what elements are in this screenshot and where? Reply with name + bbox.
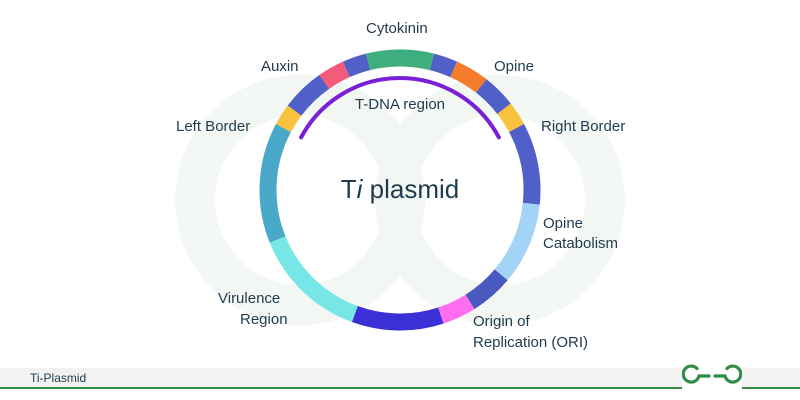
label-ori-line1: Origin of bbox=[473, 313, 530, 330]
ring-segment-spacer-b bbox=[475, 79, 511, 115]
label-right-border: Right Border bbox=[541, 118, 626, 135]
ring-segment-spacer-c bbox=[508, 124, 541, 205]
geeksforgeeks-logo-icon bbox=[681, 361, 743, 391]
footer-divider bbox=[0, 387, 800, 389]
footer-caption: Ti-Plasmid bbox=[30, 371, 87, 385]
ring-segment-left-border bbox=[275, 105, 302, 133]
ring-segment-gap-segment bbox=[351, 305, 444, 331]
tdna-region-arc bbox=[299, 76, 501, 140]
label-virulence-line1: Virulence bbox=[218, 290, 281, 307]
ring-segment-right-border bbox=[497, 103, 525, 133]
ring-segment-spacer-e bbox=[342, 53, 371, 78]
ring-segment-opine-catabolism bbox=[494, 202, 540, 281]
logo-glyph bbox=[681, 364, 743, 384]
plasmid-ring bbox=[259, 49, 541, 331]
title-italic: i bbox=[356, 174, 363, 204]
label-opine: Opine bbox=[494, 58, 535, 75]
ring-segment-cytokinin bbox=[366, 49, 434, 71]
title-suffix: plasmid bbox=[362, 174, 460, 204]
label-ori-line2: Replication (ORI) bbox=[473, 334, 589, 351]
ti-plasmid-diagram bbox=[175, 49, 625, 331]
label-left-border: Left Border bbox=[176, 118, 251, 135]
ring-segment-ori bbox=[437, 294, 475, 324]
label-opine-catabolism-line1: Opine bbox=[543, 215, 584, 232]
label-auxin: Auxin bbox=[261, 58, 299, 75]
tdna-region-label: T-DNA region bbox=[354, 96, 446, 113]
ring-segment-opine bbox=[450, 61, 487, 93]
title-prefix: T bbox=[340, 174, 357, 204]
ring-segment-spacer-a bbox=[429, 53, 458, 78]
ring-segment-spacer-d bbox=[287, 74, 330, 116]
label-cytokinin: Cytokinin bbox=[366, 20, 428, 37]
plasmid-title: Ti plasmid bbox=[300, 172, 500, 206]
label-virulence-line2: Region bbox=[240, 311, 288, 328]
ring-segment-left-teal bbox=[259, 124, 292, 243]
ring-segment-ori-spacer bbox=[465, 269, 508, 310]
ring-segment-auxin bbox=[319, 61, 350, 89]
footer-bar bbox=[0, 368, 800, 388]
ring-segment-virulence bbox=[269, 236, 358, 323]
label-opine-catabolism-line2: Catabolism bbox=[543, 235, 619, 252]
